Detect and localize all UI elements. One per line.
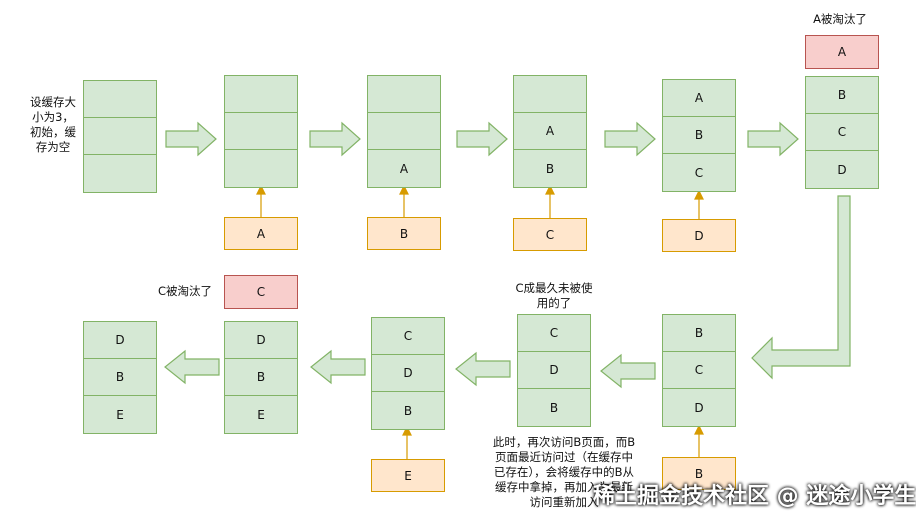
input-page: E	[371, 459, 445, 492]
cache-slot	[225, 76, 297, 113]
flow-arrow-right	[309, 121, 361, 157]
cache-slot	[84, 155, 156, 192]
cache-stack: A B	[513, 75, 587, 188]
cache-slot	[84, 81, 156, 118]
input-page: A	[224, 217, 298, 250]
cache-slot: E	[257, 407, 265, 422]
flow-arrow-right	[165, 121, 217, 157]
cache-slot	[225, 113, 297, 150]
cache-stack: C D B	[517, 314, 591, 427]
cache-slot: B	[545, 161, 555, 176]
flow-arrow-right	[456, 121, 508, 157]
cache-slot: D	[837, 162, 847, 177]
cache-slot: C	[663, 352, 735, 389]
init-label: 设缓存大小为3，初始，缓存为空	[30, 95, 76, 154]
cache-slot: D	[518, 352, 590, 389]
cache-slot	[368, 113, 440, 150]
input-page: C	[513, 218, 587, 251]
flow-arrow-left	[455, 351, 511, 387]
note-label: 此时，再次访问B页面，而B页面最近访问过（在缓存中已存在），会将缓存中的B从缓存…	[492, 435, 636, 509]
cache-slot: B	[663, 117, 735, 154]
evicted-box: C	[224, 275, 298, 309]
input-page: B	[662, 457, 736, 490]
a-evicted-label: A被淘汰了	[813, 12, 867, 26]
c-lru-label: C成最久未被使用的了	[515, 281, 593, 310]
flow-arrow-right	[747, 121, 799, 157]
cache-slot: C	[806, 114, 878, 151]
cache-slot: B	[84, 359, 156, 396]
cache-slot: C	[518, 315, 590, 352]
cache-stack	[224, 75, 298, 188]
cache-slot: B	[806, 77, 878, 114]
cache-slot	[225, 150, 297, 187]
cache-stack: D B E	[83, 321, 157, 434]
flow-arrow-left	[600, 353, 656, 389]
cache-stack: C D B	[371, 317, 445, 430]
evicted-box: A	[805, 35, 879, 69]
cache-stack	[83, 80, 157, 193]
cache-slot: C	[694, 165, 704, 180]
flow-arrow-left	[164, 349, 220, 385]
cache-slot: B	[403, 403, 413, 418]
input-page: D	[662, 219, 736, 252]
flow-arrow-bent	[751, 195, 851, 380]
cache-slot: B	[225, 359, 297, 396]
cache-slot: D	[84, 322, 156, 359]
cache-slot	[84, 118, 156, 155]
cache-slot: D	[372, 355, 444, 392]
flow-arrow-right	[604, 121, 656, 157]
cache-slot: B	[663, 315, 735, 352]
cache-stack: B C D	[805, 76, 879, 189]
flow-arrow-left	[310, 349, 366, 385]
cache-slot: D	[225, 322, 297, 359]
cache-stack: B C D	[662, 314, 736, 427]
cache-slot: E	[116, 407, 124, 422]
c-evicted-label: C被淘汰了	[157, 284, 213, 298]
cache-slot: A	[514, 113, 586, 150]
cache-slot: A	[663, 80, 735, 117]
input-page: B	[367, 217, 441, 250]
cache-slot: D	[694, 400, 704, 415]
cache-slot: A	[399, 161, 409, 176]
watermark: 稀土掘金技术社区 @ 迷途小学生	[593, 484, 916, 509]
cache-slot	[368, 76, 440, 113]
cache-stack: A	[367, 75, 441, 188]
cache-stack: A B C	[662, 79, 736, 192]
cache-stack: D B E	[224, 321, 298, 434]
cache-slot	[514, 76, 586, 113]
cache-slot: B	[549, 400, 559, 415]
cache-slot: C	[372, 318, 444, 355]
